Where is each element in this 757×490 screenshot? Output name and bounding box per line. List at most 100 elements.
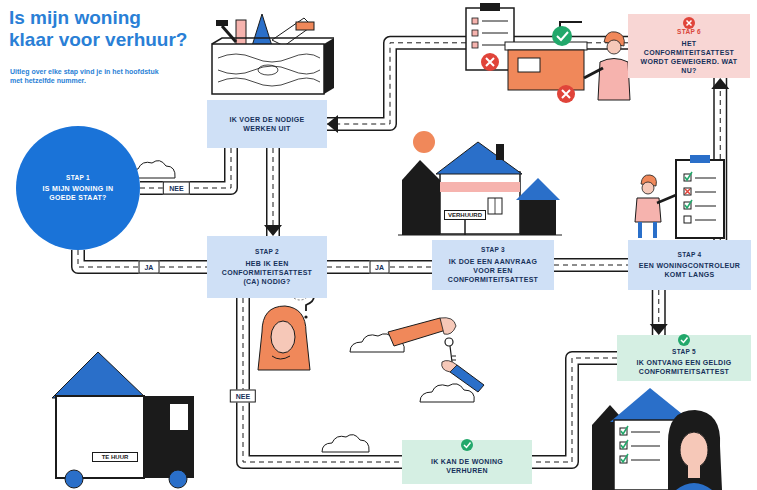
- landlord-illustration: [676, 483, 712, 490]
- reject-badge: [683, 17, 695, 29]
- checklist-illustration: [635, 198, 661, 222]
- checklist-illustration: [695, 206, 716, 207]
- house-illustration: [440, 172, 520, 234]
- key-handover-illustration: [388, 318, 446, 346]
- step-number: STAP 5: [672, 348, 696, 356]
- node-text: HEB IK EEN CONFORMITEITSATTEST (CA) NODI…: [215, 259, 319, 286]
- step-number: STAP 3: [481, 246, 505, 254]
- checklist-illustration: [676, 160, 724, 238]
- key-handover-illustration: [450, 365, 484, 392]
- road-edge: [266, 148, 280, 236]
- house-illustration: [398, 131, 562, 235]
- arrow-head: [327, 115, 338, 133]
- toolbox-illustration: [222, 26, 236, 42]
- road-surface: [554, 260, 628, 271]
- inspection-illustration: [508, 50, 584, 90]
- inspection-illustration: [482, 21, 508, 22]
- process-box: STAP 3 IK DOE EEN AANVRAAG VOOR EEN CONFO…: [432, 240, 554, 290]
- truck-illustration: [170, 404, 188, 430]
- checklist-illustration: [690, 155, 710, 163]
- house-illustration: [398, 235, 562, 236]
- checklist-illustration: [695, 220, 716, 221]
- road-edge: [554, 258, 628, 272]
- step-number: STAP 4: [678, 251, 702, 259]
- toolbox-illustration: [258, 65, 278, 75]
- inspection-illustration: [480, 3, 500, 11]
- landlord-illustration: [680, 432, 708, 468]
- road-surface: [243, 298, 402, 462]
- road-edge: [327, 260, 432, 274]
- node-text: EEN WONINGCONTROLEUR KOMT LANGS: [636, 261, 743, 279]
- node-text: IK DOE EEN AANVRAAG VOOR EEN CONFORMITEI…: [440, 257, 546, 284]
- inspection-illustration: [518, 58, 540, 72]
- inspection-illustration: [598, 59, 630, 101]
- inspection-illustration: [482, 33, 508, 34]
- node-text: IK VOER DE NODIGE WERKEN UIT: [215, 115, 319, 133]
- step-number: STAP 1: [66, 174, 90, 182]
- truck-sign: TE HUUR: [92, 452, 138, 462]
- landlord-illustration: [631, 432, 660, 433]
- road-connector: [264, 148, 282, 236]
- reject-badge: [687, 21, 692, 26]
- road-surface: [327, 262, 432, 273]
- toolbox-illustration: [218, 66, 320, 74]
- house-illustration: [496, 144, 504, 160]
- inspection-illustration: [584, 68, 603, 78]
- arrow-head: [264, 225, 282, 236]
- checklist-illustration: [640, 222, 655, 238]
- checklist-illustration: [684, 216, 691, 223]
- inspection-illustration: [557, 32, 568, 40]
- inspection-illustration: [472, 30, 478, 36]
- house-illustration: [413, 131, 435, 153]
- landlord-illustration: [688, 466, 700, 478]
- toolbox-illustration: [218, 54, 320, 62]
- toolbox-illustration: [324, 38, 334, 94]
- check-badge: [678, 334, 690, 346]
- landlord-illustration: [621, 440, 628, 448]
- check-badge: [681, 338, 688, 343]
- house-illustration: [464, 218, 466, 235]
- thinking-person-illustration: [272, 356, 290, 359]
- edge-label: NEE: [163, 182, 189, 195]
- caption: Uitleg over elke stap vind je in het hoo…: [10, 67, 160, 86]
- landlord-illustration: [621, 454, 628, 462]
- toolbox-illustration: [216, 20, 228, 26]
- house-illustration: [488, 198, 502, 214]
- truck-illustration: [65, 470, 83, 488]
- arrow-head: [650, 324, 668, 335]
- house-illustration: [516, 178, 560, 200]
- inspection-illustration: [466, 3, 630, 103]
- decision-box: STAP 2HEB IK EEN CONFORMITEITSATTEST (CA…: [207, 236, 327, 298]
- edge-label: JA: [369, 261, 390, 274]
- truck-illustration: [144, 396, 194, 478]
- road-centerline: [243, 298, 402, 462]
- edge-label: NEE: [230, 390, 256, 403]
- road-connector: [650, 290, 668, 335]
- inspection-illustration: [607, 40, 621, 54]
- arrow-head: [711, 78, 729, 89]
- landlord-illustration: [631, 446, 660, 447]
- landlord-illustration: [621, 426, 628, 434]
- key-handover-illustration: [442, 361, 457, 372]
- toolbox-illustration: [296, 22, 314, 30]
- house-sign: VERHUURD: [444, 210, 486, 220]
- thinking-person-illustration: [258, 306, 310, 370]
- edge-label: JA: [138, 261, 159, 274]
- road-connector: [554, 265, 628, 266]
- landlord-illustration: [631, 460, 660, 461]
- toolbox-illustration: [212, 14, 334, 94]
- house-illustration: [402, 160, 440, 235]
- truck-illustration: [52, 352, 146, 398]
- key-handover-illustration: [350, 318, 484, 402]
- inspection-illustration: [562, 90, 570, 98]
- checklist-illustration: [657, 195, 676, 203]
- process-box: IK VOER DE NODIGE WERKEN UIT: [207, 100, 327, 148]
- key-handover-illustration: [445, 338, 453, 346]
- checklist-illustration: [635, 155, 724, 238]
- circle-fill: [16, 126, 140, 250]
- thinking-person-illustration: [271, 321, 295, 353]
- truck-illustration: [52, 352, 194, 488]
- inspection-illustration: [472, 18, 478, 24]
- checklist-illustration: [685, 172, 692, 180]
